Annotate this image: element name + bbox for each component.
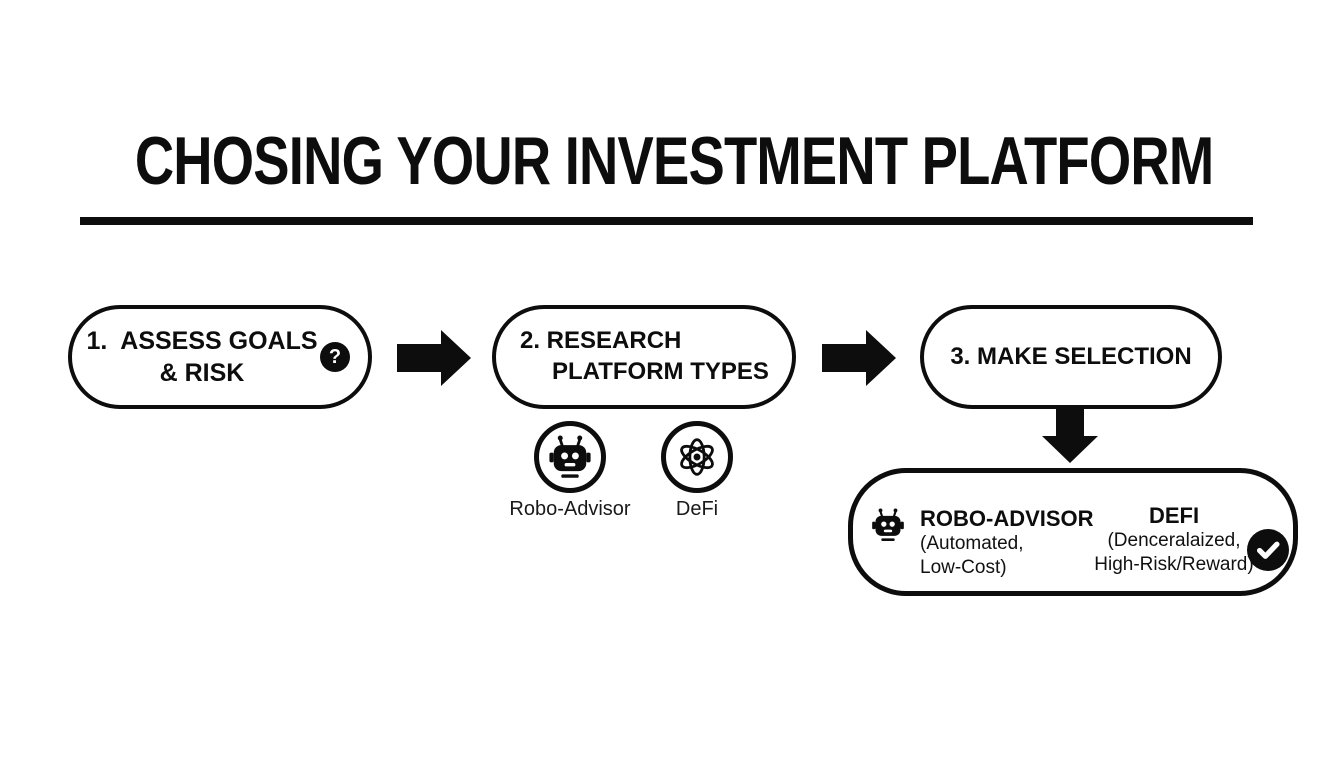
robot-icon <box>872 508 904 541</box>
page-title: CHOSING YOUR INVESTMENT PLATFORM <box>134 123 1214 199</box>
atom-icon <box>661 421 733 493</box>
step-1-line2: & RISK <box>159 359 245 387</box>
step-1-assess-goals: 1. ASSESS GOALS & RISK ? <box>68 305 372 409</box>
question-mark-glyph: ? <box>328 346 342 368</box>
question-mark-icon: ? <box>320 342 350 372</box>
arrow-down-icon <box>1042 408 1098 463</box>
option-robo-advisor: ROBO-ADVISOR (Automated, Low-Cost) <box>920 506 1094 579</box>
step-2-label: 2. RESEARCH PLATFORM TYPES <box>496 326 769 387</box>
step-3-make-selection: 3. MAKE SELECTION <box>920 305 1222 409</box>
step-1-label: 1. ASSESS GOALS & RISK <box>86 325 317 389</box>
option-robo-advisor-detail2: Low-Cost) <box>920 556 1007 578</box>
selection-result-box: ROBO-ADVISOR (Automated, Low-Cost) DEFI … <box>848 468 1298 596</box>
option-defi-detail2: High-Risk/Reward) <box>1094 553 1254 575</box>
step-3-label: 3. MAKE SELECTION <box>950 342 1192 370</box>
robo-advisor-label: Robo-Advisor <box>509 498 631 520</box>
title-underline <box>80 217 1253 225</box>
step-2-research-platform-types: 2. RESEARCH PLATFORM TYPES <box>492 305 796 409</box>
robot-icon <box>534 421 606 493</box>
step-2-line1: 2. RESEARCH <box>520 327 682 355</box>
step-2-line2: PLATFORM TYPES <box>552 358 769 385</box>
check-icon <box>1247 529 1289 571</box>
option-defi-name: DEFI <box>1148 503 1200 528</box>
option-defi: DEFI (Denceralaized, High-Risk/Reward) <box>1085 503 1263 576</box>
option-robo-advisor-detail1: (Automated, <box>920 533 1024 555</box>
robot-icon-glyph <box>549 435 591 478</box>
step-1-line1: 1. ASSESS GOALS <box>86 327 318 355</box>
defi-label: DeFi <box>675 498 719 520</box>
arrow-right-icon <box>822 330 896 386</box>
option-robo-advisor-name: ROBO-ADVISOR <box>920 506 1094 531</box>
atom-icon-glyph <box>680 438 714 476</box>
option-defi-detail1: (Denceralaized, <box>1107 530 1241 552</box>
page-title-wrap: CHOSING YOUR INVESTMENT PLATFORM <box>0 127 1344 195</box>
arrow-right-icon <box>397 330 471 386</box>
